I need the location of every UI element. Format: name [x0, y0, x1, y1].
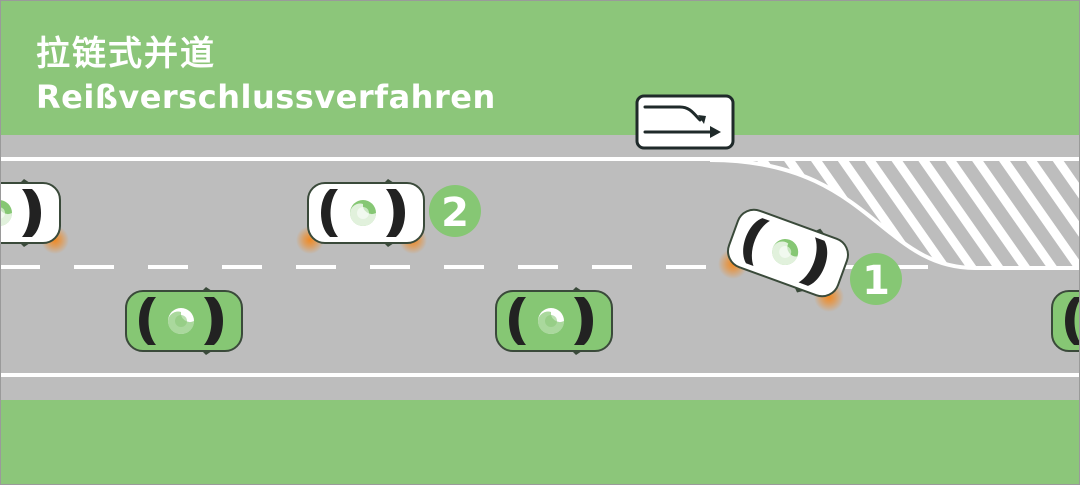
title-chinese: 拉链式并道	[36, 26, 216, 75]
lane-merge-sign	[637, 96, 733, 148]
green-car-right-edge	[1052, 287, 1080, 355]
white-car-left-edge	[0, 179, 60, 247]
title-german: Reißverschlussverfahren	[36, 78, 496, 116]
white-car-2	[308, 179, 424, 247]
green-car-left	[126, 287, 242, 355]
marker-2: 2	[429, 185, 481, 237]
green-car-middle	[496, 287, 612, 355]
grass-bottom	[0, 400, 1080, 485]
marker-2-label: 2	[441, 190, 469, 236]
marker-1-label: 1	[862, 258, 890, 304]
marker-1: 1	[850, 253, 902, 305]
